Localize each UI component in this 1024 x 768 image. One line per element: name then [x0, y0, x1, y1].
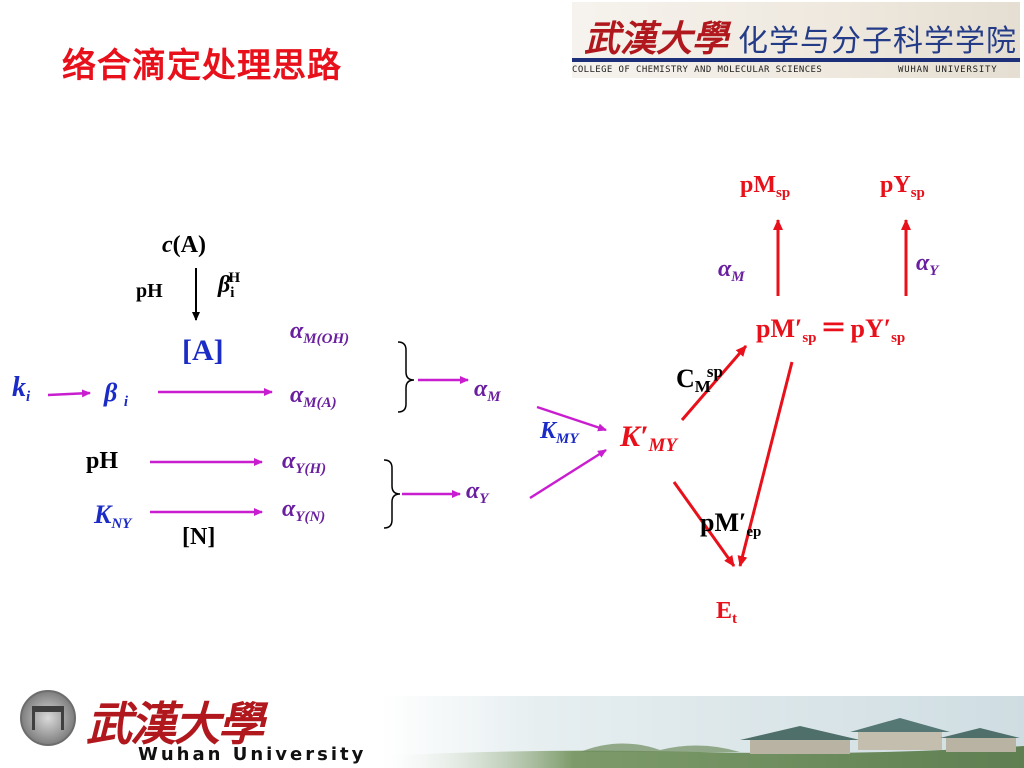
label-alpha-MOH: αM(OH)	[290, 318, 350, 347]
label-K-prime-MY: K′MY	[620, 420, 677, 456]
arrow-Kprime-to-Et	[672, 481, 736, 567]
label-beta-i: β i	[104, 378, 128, 410]
header-logo: 武漢大學 化学与分子科学学院 COLLEGE OF CHEMISTRY AND …	[572, 2, 1020, 78]
label-k-i: ki	[12, 372, 31, 405]
label-betaH: βiH	[218, 270, 241, 301]
campus-photo	[380, 696, 1024, 768]
label-C-M-sp: CMsp	[676, 362, 723, 396]
label-K-MY: KMY	[540, 418, 579, 447]
arrow-alphaM-to-Kprime	[536, 405, 607, 432]
label-pY-sp: pYsp	[880, 172, 925, 201]
label-pM-sp: pMsp	[740, 172, 791, 201]
label-alpha-Y-right: αY	[916, 250, 939, 279]
label-A-concentration: [A]	[182, 334, 224, 367]
slide-title: 络合滴定处理思路	[62, 46, 342, 86]
school-name-en: COLLEGE OF CHEMISTRY AND MOLECULAR SCIEN…	[572, 65, 823, 75]
arrow-pMprimesp-to-Et	[737, 361, 794, 567]
arrow-ki-to-beta	[47, 389, 91, 398]
label-pM-prime-ep: pM′ep	[700, 508, 762, 540]
label-alpha-M-right: αM	[718, 256, 745, 285]
label-alpha-YN: αY(N)	[282, 496, 326, 525]
label-pH-mid: pH	[86, 448, 119, 474]
arrow-alphaY-to-Kprime	[529, 448, 607, 500]
school-name-cn: 化学与分子科学学院	[738, 24, 1017, 59]
footer-university-calligraphy: 武漢大學	[86, 697, 264, 751]
footer-university-name-en: Wuhan University	[138, 744, 367, 765]
label-K-NY: KNY	[94, 500, 132, 532]
label-alpha-Y-mid: αY	[466, 478, 489, 507]
label-cA: c(A)	[162, 232, 206, 258]
brace-alphaY	[383, 459, 401, 529]
university-seal-icon	[20, 690, 76, 746]
label-alpha-YH: αY(H)	[282, 448, 327, 477]
label-pM-prime-sp-equation: pM′sp＝pY′sp	[756, 314, 906, 346]
label-alpha-M-mid: αM	[474, 376, 501, 405]
label-alpha-MA: αM(A)	[290, 382, 337, 411]
label-pH-top: pH	[136, 280, 163, 302]
brace-alphaM	[397, 341, 415, 413]
arrow-Kprime-to-pMprimesp	[680, 345, 748, 421]
university-calligraphy: 武漢大學	[584, 18, 729, 60]
university-name-en: WUHAN UNIVERSITY	[898, 65, 998, 75]
label-Et: Et	[716, 598, 738, 627]
label-N-concentration: [N]	[182, 524, 216, 550]
logo-divider	[572, 58, 1020, 62]
